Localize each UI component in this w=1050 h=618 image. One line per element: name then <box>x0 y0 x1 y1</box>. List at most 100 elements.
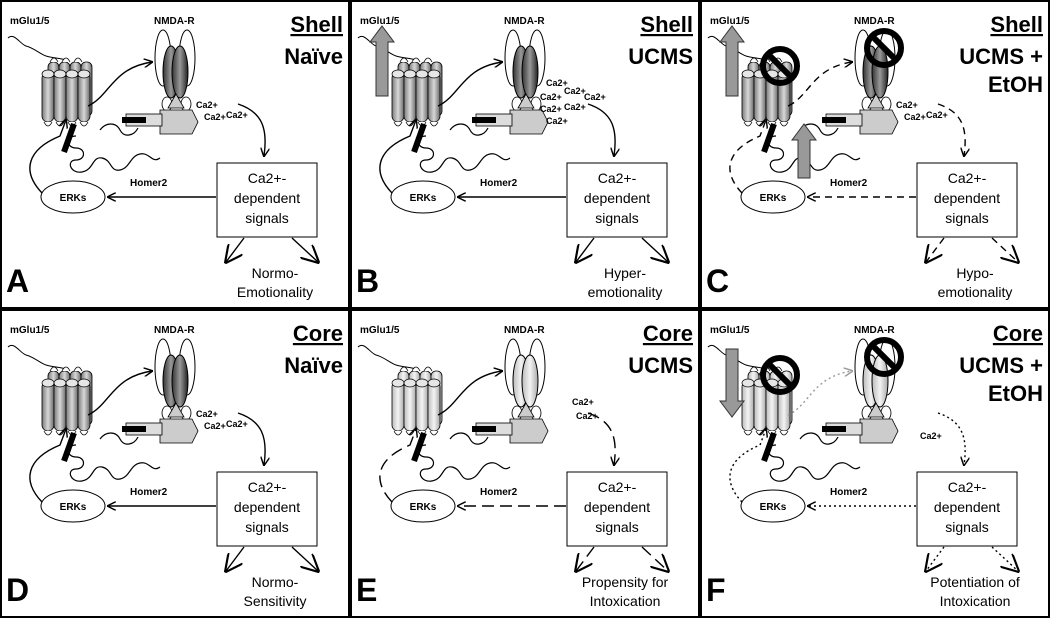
signals-text: signals <box>245 519 289 535</box>
signals-text: Ca2+- <box>948 479 987 495</box>
homer-coil <box>67 444 161 482</box>
homer-coil <box>99 432 139 445</box>
mglu-helix <box>53 71 67 123</box>
signals-text: dependent <box>934 190 1000 206</box>
nmda-label: NMDA-R <box>154 16 195 27</box>
condition-label: Naïve <box>284 353 343 378</box>
homer-coil <box>799 432 839 445</box>
mglu-to-nmda-arrow <box>437 62 502 107</box>
signals-text: signals <box>945 519 989 535</box>
ca-label: Ca2+ <box>926 110 948 120</box>
outcome-label: Hyper- <box>604 265 646 281</box>
mglu-label: mGlu1/5 <box>360 16 400 27</box>
signals-text: dependent <box>584 190 650 206</box>
condition-label: EtOH <box>988 381 1043 406</box>
nmda-scaffold <box>509 109 549 135</box>
signals-box <box>216 162 318 238</box>
signals-box <box>916 471 1018 547</box>
mglu-helix-cap <box>41 69 55 79</box>
region-label: Core <box>643 321 693 346</box>
ca-to-signals-arrow <box>237 412 265 465</box>
nmda-subunit <box>880 405 892 421</box>
mglu-cterm <box>761 122 777 154</box>
outcome-arrow-right <box>291 237 318 262</box>
nmda-subunit <box>171 45 189 99</box>
signals-text: dependent <box>934 499 1000 515</box>
homer-coil <box>417 135 511 173</box>
mglu-helix-cap <box>403 378 417 388</box>
mglu-helix <box>77 380 91 432</box>
mglu-loop <box>49 366 59 372</box>
mglu-receptor <box>7 35 93 154</box>
homer-label: Homer2 <box>480 487 518 498</box>
signals-text: dependent <box>584 499 650 515</box>
mglu-loop <box>423 366 433 372</box>
signals-text: signals <box>245 210 289 226</box>
mglu-receptor <box>357 344 443 463</box>
mglu-helix-cap <box>391 378 405 388</box>
mglu-tail <box>7 344 67 370</box>
nmda-subunit <box>521 45 539 99</box>
ca-label: Ca2+ <box>904 112 926 122</box>
erks-label: ERKs <box>760 502 787 513</box>
mglu-helix <box>53 380 67 432</box>
outcome-arrow-left <box>576 546 595 571</box>
mglu-helix <box>753 380 767 432</box>
mglu-helix <box>427 380 441 432</box>
homer-coil <box>67 135 161 173</box>
outcome-label: Normo- <box>252 265 299 281</box>
mglu-loop <box>743 121 753 127</box>
homer-coil <box>767 444 861 482</box>
nmda-label: NMDA-R <box>854 325 895 336</box>
mglu-helix-cap <box>427 378 441 388</box>
ca-label: Ca2+ <box>204 421 226 431</box>
mglu-helix <box>415 380 429 432</box>
mglu-helix <box>403 71 417 123</box>
nmda-receptor <box>822 29 899 135</box>
mglu-helix-cap <box>77 378 91 388</box>
signals-box <box>916 162 1018 238</box>
mglu-up-arrow <box>369 25 395 97</box>
mglu-helix-cap <box>415 69 429 79</box>
nmda-receptor <box>122 338 199 444</box>
mglu-receptor <box>357 35 443 154</box>
nmda-receptor <box>122 29 199 135</box>
mglu-helix-cap <box>741 69 755 79</box>
ca-label: Ca2+ <box>576 411 598 421</box>
erks-label: ERKs <box>60 193 87 204</box>
mglu-helix <box>415 71 429 123</box>
ca-label: Ca2+ <box>572 397 594 407</box>
mglu-up-arrow <box>719 25 745 97</box>
panel-letter: F <box>706 572 726 608</box>
mglu-helix-cap <box>391 69 405 79</box>
erks-to-mglu-arrow <box>729 120 766 194</box>
mglu-loop <box>61 57 71 63</box>
nmda-scaffold <box>509 418 549 444</box>
prohibition-icon <box>864 337 904 377</box>
signals-box <box>216 471 318 547</box>
ca-label: Ca2+ <box>226 110 248 120</box>
nmda-triangle <box>167 93 185 109</box>
panel-border <box>700 0 1050 309</box>
signals-box <box>566 162 668 238</box>
mglu-loop <box>73 366 83 372</box>
mglu-helix <box>391 71 405 123</box>
erks-to-mglu-arrow <box>379 120 416 194</box>
ca-label: Ca2+ <box>546 78 568 88</box>
mglu-loop <box>55 121 65 127</box>
nmda-scaffold <box>159 418 199 444</box>
mglu-loop <box>411 366 421 372</box>
erks-node <box>740 489 806 523</box>
mglu-helix-cap <box>403 69 417 79</box>
outcome-arrow-left <box>926 237 945 262</box>
mglu-loop <box>393 121 403 127</box>
mglu-loop <box>61 366 71 372</box>
nmda-receptor <box>472 338 549 444</box>
signals-box <box>566 471 668 547</box>
nmda-subunit <box>530 405 542 421</box>
panel-border <box>350 0 700 309</box>
mglu-to-nmda-arrow <box>87 62 152 107</box>
